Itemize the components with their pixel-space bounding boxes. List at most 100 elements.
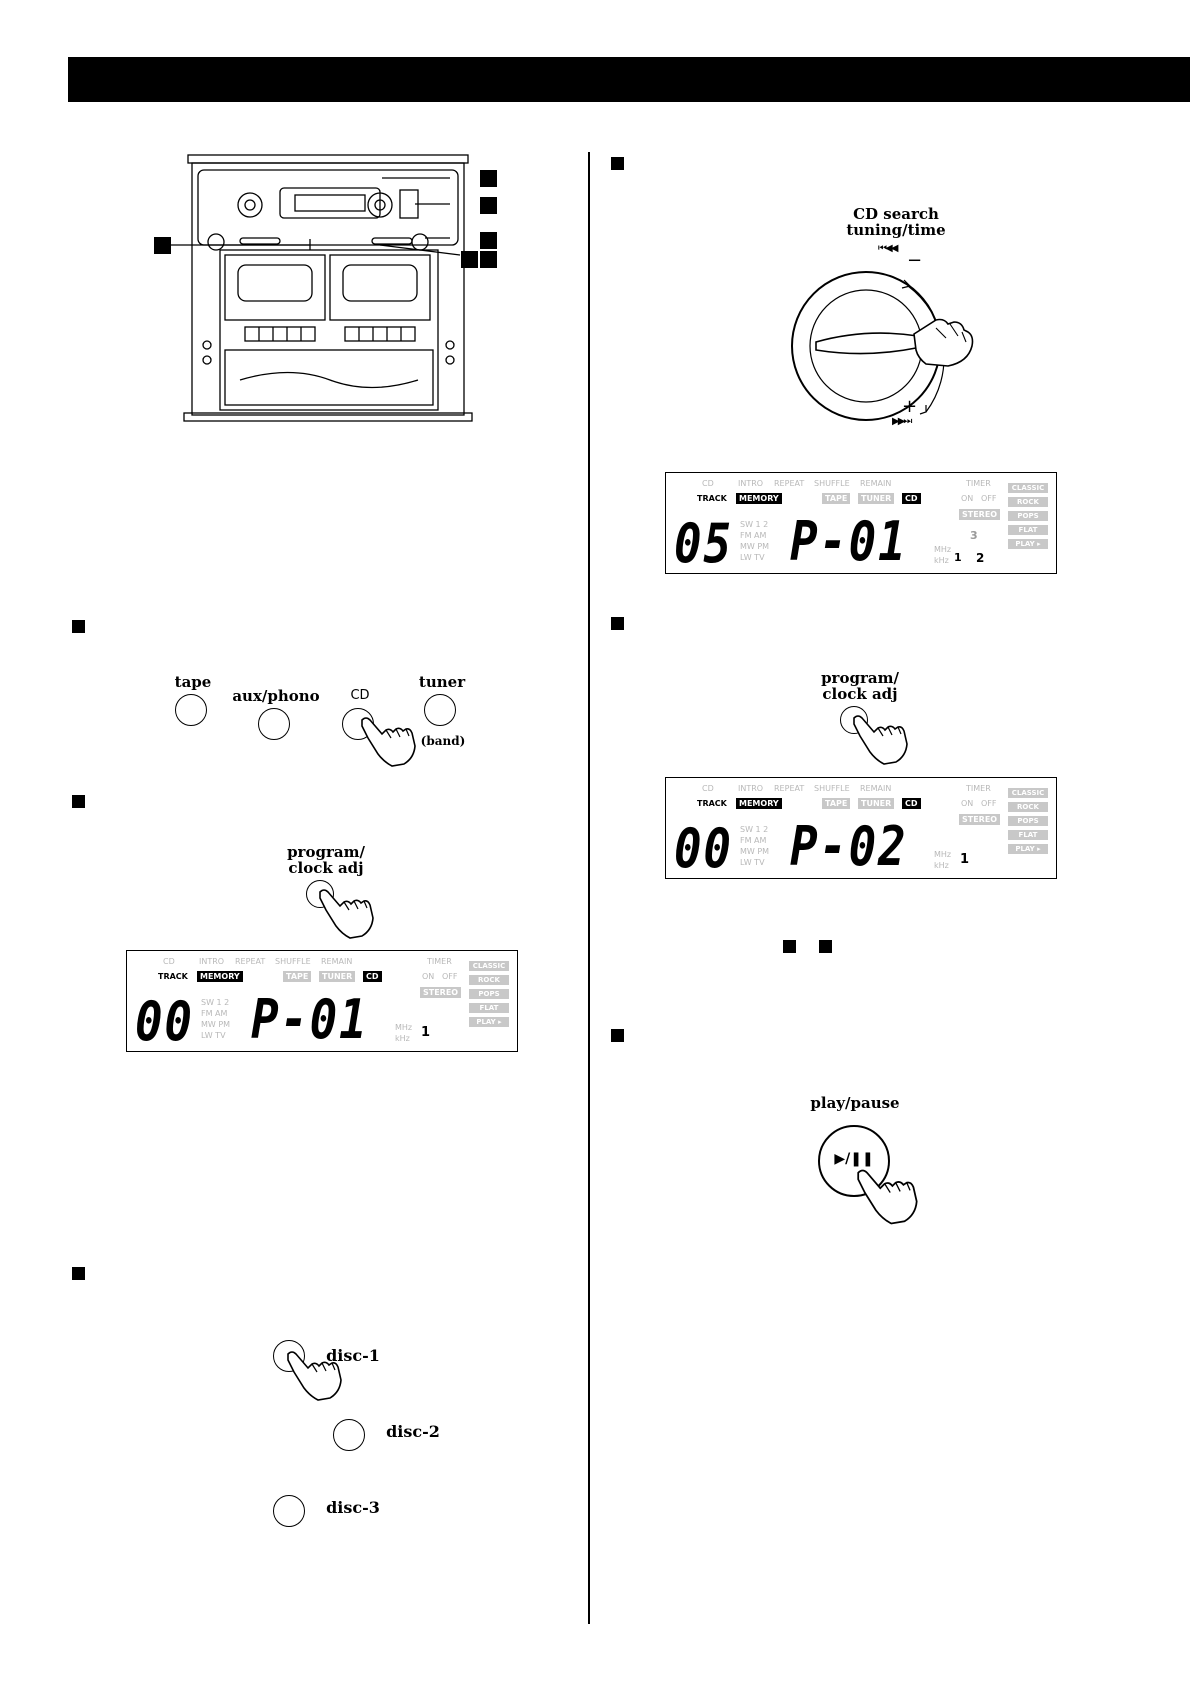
search-dial[interactable]	[786, 262, 996, 432]
step-marker-6	[611, 1029, 624, 1042]
lcd-eq-panel: CLASSIC ROCK POPS FLAT PLAY ▸	[469, 961, 509, 1031]
lcd-stereo-indicator: STEREO	[420, 987, 462, 998]
step-ref-square-a	[783, 940, 796, 953]
callout-square-4a	[461, 251, 478, 268]
search-label-line1: CD search	[853, 205, 939, 223]
plus-sign: +	[902, 396, 918, 417]
disc-2-button[interactable]	[333, 1419, 365, 1451]
aux-phono-label: aux/phono	[232, 687, 320, 705]
lcd-memory-indicator: MEMORY	[197, 971, 243, 982]
lcd-tuner-indicator: TUNER	[858, 493, 895, 504]
lcd-tuner-indicator: TUNER	[319, 971, 356, 982]
lcd-off-indicator: OFF	[981, 494, 997, 503]
lcd-eq-play: PLAY ▸	[1008, 844, 1048, 854]
lcd-memory-indicator: MEMORY	[736, 493, 782, 504]
lcd-eq-play: PLAY ▸	[1008, 539, 1048, 549]
lcd-cd-tag: CD	[902, 493, 921, 504]
lcd-eq-flat: FLAT	[469, 1003, 509, 1013]
lcd-eq-classic: CLASSIC	[1008, 788, 1048, 798]
lcd-off-indicator: OFF	[442, 972, 458, 981]
tape-button[interactable]	[175, 694, 207, 726]
cd-label: CD	[350, 688, 370, 703]
lcd-band-lw-tv: LW TV	[740, 858, 765, 867]
lcd-on-indicator: ON	[961, 799, 974, 808]
lcd-band-mw-pm: MW PM	[740, 542, 770, 551]
lcd-cd-tag: CD	[363, 971, 382, 982]
lcd-on-indicator: ON	[422, 972, 435, 981]
search-label-line2: tuning/time	[846, 221, 946, 239]
minus-sign: −	[907, 250, 923, 271]
tape-label: tape	[174, 673, 212, 691]
step-marker-4	[611, 157, 624, 170]
lcd-shuffle-indicator: SHUFFLE	[814, 479, 850, 488]
program-label-line2: clock adj	[288, 859, 364, 877]
disc-1-label: disc-1	[326, 1346, 380, 1365]
aux-phono-button[interactable]	[258, 708, 290, 740]
pressing-hand-icon	[319, 889, 374, 939]
callout-square-3	[480, 232, 497, 249]
lcd-step-indicator: 1	[421, 1025, 431, 1040]
lcd-remain-indicator: REMAIN	[860, 479, 892, 488]
lcd-eq-rock: ROCK	[1008, 802, 1048, 812]
lcd-cd-tag: CD	[902, 798, 921, 809]
lcd-band-sw: SW 1 2	[740, 520, 769, 529]
callout-square-4b	[480, 251, 497, 268]
lcd-intro-indicator: INTRO	[738, 784, 764, 793]
lcd-timer-indicator: TIMER	[966, 479, 991, 488]
lcd-step-indicator-2: 2	[976, 551, 985, 565]
lcd-eq-panel: CLASSIC ROCK POPS FLAT PLAY ▸	[1008, 483, 1048, 553]
lcd-intro-indicator: INTRO	[738, 479, 764, 488]
disc-3-button[interactable]	[273, 1495, 305, 1527]
step-marker-1	[72, 620, 85, 633]
lcd-tape-indicator: TAPE	[822, 798, 851, 809]
step-marker-3	[72, 1267, 85, 1280]
callout-square-left	[154, 237, 171, 254]
lcd-khz: kHz	[395, 1034, 410, 1043]
lcd-cd-indicator: CD	[702, 784, 714, 793]
tuner-button[interactable]	[424, 694, 456, 726]
lcd-memory-indicator: MEMORY	[736, 798, 782, 809]
column-divider	[588, 152, 590, 1624]
lcd-band-lw-tv: LW TV	[740, 553, 765, 562]
lcd-eq-panel: CLASSIC ROCK POPS FLAT PLAY ▸	[1008, 788, 1048, 858]
step-marker-5	[611, 617, 624, 630]
lcd-off-indicator: OFF	[981, 799, 997, 808]
lcd-track-number: 05	[674, 512, 733, 575]
lcd-display-1: CD INTRO REPEAT SHUFFLE REMAIN TRACK MEM…	[126, 950, 518, 1052]
lcd-cd-indicator: CD	[163, 957, 175, 966]
lcd-cd-indicator: CD	[702, 479, 714, 488]
band-label: (band)	[420, 734, 466, 748]
step-marker-2	[72, 795, 85, 808]
skip-back-icon: ⏮◀◀	[878, 243, 898, 254]
lcd-timer-indicator: TIMER	[966, 784, 991, 793]
play-pause-label: play/pause	[810, 1094, 900, 1112]
lcd-track-number: 00	[135, 990, 194, 1053]
lcd-eq-rock: ROCK	[469, 975, 509, 985]
lcd-timer-indicator: TIMER	[427, 957, 452, 966]
lcd-stereo-indicator: STEREO	[959, 509, 1001, 520]
lcd-step-indicator: 1	[960, 852, 970, 867]
lcd-khz: kHz	[934, 861, 949, 870]
lcd-remain-indicator: REMAIN	[321, 957, 353, 966]
play-pause-icon: ▶/❚❚	[834, 1151, 874, 1167]
lcd-mhz: MHz	[934, 545, 952, 554]
program-label-line1: program/	[821, 669, 899, 687]
program-label-line2: clock adj	[822, 685, 898, 703]
lcd-band-sw: SW 1 2	[740, 825, 769, 834]
lcd-band-fm-am: FM AM	[740, 836, 767, 845]
lcd-on-indicator: ON	[961, 494, 974, 503]
lcd-track-number: 00	[674, 817, 733, 880]
lcd-tape-indicator: TAPE	[283, 971, 312, 982]
lcd-display-2: CD INTRO REPEAT SHUFFLE REMAIN TRACK MEM…	[665, 472, 1057, 574]
lcd-eq-classic: CLASSIC	[1008, 483, 1048, 493]
disc-3-label: disc-3	[326, 1498, 380, 1517]
lcd-eq-pops: POPS	[1008, 816, 1048, 826]
tuner-label: tuner	[418, 673, 466, 691]
skip-forward-icon: ▶▶⏭	[892, 416, 912, 427]
lcd-repeat-indicator: REPEAT	[235, 957, 266, 966]
disc-2-label: disc-2	[386, 1422, 440, 1441]
lcd-remain-indicator: REMAIN	[860, 784, 892, 793]
step-ref-square-b	[819, 940, 832, 953]
stereo-unit-illustration	[165, 154, 473, 422]
pressing-hand-icon	[853, 715, 908, 765]
